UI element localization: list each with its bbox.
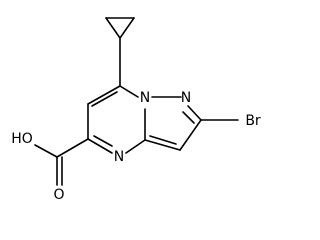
pyrimidine-ring [87, 85, 146, 154]
molecule-canvas: HO O N N N Br [11, 17, 261, 203]
bond-n4-c3a [125, 139, 146, 154]
atom-hydroxyl-label: HO [11, 131, 33, 147]
bond-n-bridge-c7 [119, 85, 139, 98]
structure-diagram: HO O N N N Br [11, 17, 261, 203]
carboxylic-acid-group [34, 138, 89, 186]
bond-c5-n4 [87, 138, 113, 154]
bond-c-oh [34, 144, 58, 158]
bond-cyclopropyl-right [119, 17, 135, 39]
pyrazole-ring [144, 96, 202, 151]
atom-bromine-label: Br [245, 113, 261, 129]
bond-cyclopropyl-left [105, 17, 121, 39]
bond-n2-c2 [187, 105, 202, 121]
bond-c2-c3 [179, 119, 202, 151]
atom-n-bridge-label: N [140, 90, 150, 106]
atom-n2-label: N [181, 90, 191, 106]
atom-carbonyl-oxygen-label: O [53, 187, 64, 203]
bond-c3-c3a-double [149, 135, 177, 145]
bond-c5-n4-double [93, 135, 113, 147]
cyclopropyl-group [105, 17, 135, 39]
bond-c7-c6 [87, 85, 121, 105]
atom-n4-label: N [114, 149, 124, 165]
bond-c5-carboxyl [56, 138, 89, 158]
bond-c7-c6-double [91, 91, 118, 107]
bond-n2-c2-double [182, 111, 195, 124]
bond-c3-c3a [144, 139, 181, 151]
